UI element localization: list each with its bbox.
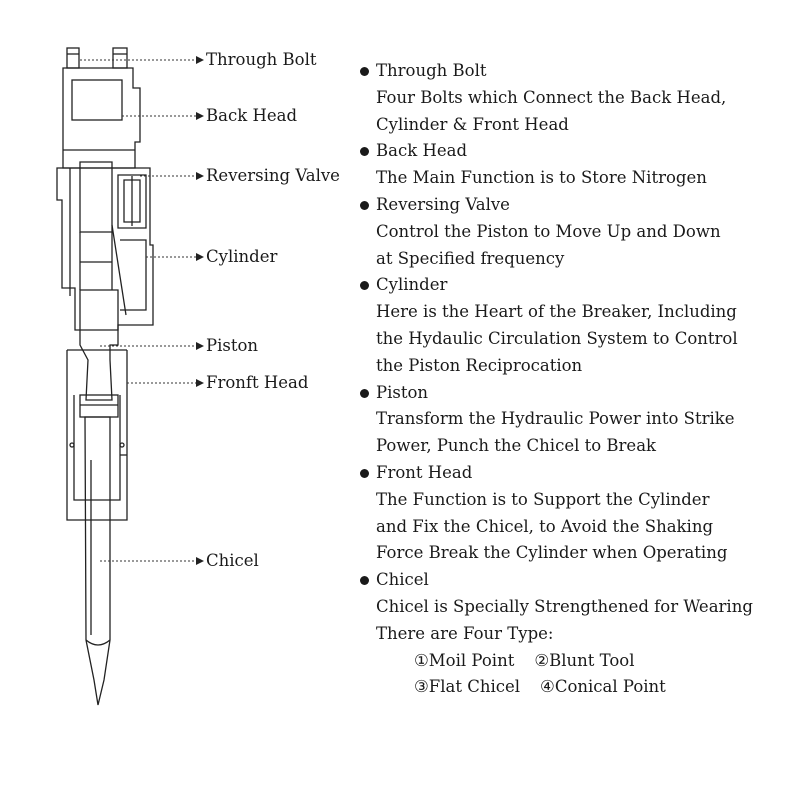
entry-reversing-valve: Reversing Valve Control the Piston to Mo… [358,192,753,272]
chisel-type: ①Moil Point [414,650,515,670]
bullet-icon [360,468,369,478]
chisel-types-row: ③Flat Chicel ④Conical Point [358,674,753,701]
entry-line: Power, Punch the Chicel to Break [376,436,657,456]
entry-piston: Piston Transform the Hydraulic Power int… [358,380,753,460]
entry-line: Four Bolts which Connect the Back Head, [376,87,727,107]
parts-description-list: Through Bolt Four Bolts which Connect th… [358,58,753,701]
callout-piston: Piston [206,336,259,355]
bullet-icon [360,200,369,210]
through-bolt-caps [66,47,128,69]
callout-chicel: Chicel [206,551,259,570]
entry-cylinder: Cylinder Here is the Heart of the Breake… [358,272,753,379]
callout-cylinder: Cylinder [206,247,278,266]
entry-line: Here is the Heart of the Breaker, Includ… [376,302,737,322]
piston-body [79,289,119,418]
chisel-type: ④Conical Point [540,677,666,697]
back-head-body [62,67,141,169]
entry-title: Through Bolt [376,61,487,80]
entry-title: Chicel [376,570,429,590]
entry-front-head: Front Head The Function is to Support th… [358,460,753,567]
entry-line: Chicel is Specially Strengthened for Wea… [376,596,753,616]
entry-line: and Fix the Chicel, to Avoid the Shaking [376,516,714,536]
entry-line: the Hydaulic Circulation System to Contr… [376,328,738,348]
entry-back-head: Back Head The Main Function is to Store … [358,138,753,192]
entry-title: Reversing Valve [376,194,510,214]
callout-reversing-valve: Reversing Valve [206,166,340,185]
chisel-type: ②Blunt Tool [534,650,635,670]
entry-line: the Piston Reciprocation [376,355,583,375]
callout-front-head: Fronft Head [206,373,309,392]
chisel-type: ③Flat Chicel [414,677,521,697]
bullet-icon [360,388,369,398]
bullet-icon [360,281,369,291]
entry-line: at Specified frequency [376,248,565,268]
entry-line: Control the Piston to Move Up and Down [376,221,721,241]
entry-line: Transform the Hydraulic Power into Strik… [376,409,735,429]
callout-back-head: Back Head [206,106,297,125]
callout-through-bolt: Through Bolt [206,50,317,69]
entry-line: Force Break the Cylinder when Operating [376,543,728,563]
entry-title: Cylinder [376,275,448,295]
entry-title: Back Head [376,141,467,161]
entry-line: The Main Function is to Store Nitrogen [376,168,707,188]
cylinder-body [56,161,154,331]
entry-line: There are Four Type: [376,623,554,643]
bullet-icon [360,147,369,157]
entry-title: Piston [376,382,429,402]
front-head-body [66,349,128,521]
entry-chicel: Chicel Chicel is Specially Strengthened … [358,567,753,701]
entry-through-bolt: Through Bolt Four Bolts which Connect th… [358,58,753,138]
bullet-icon [360,576,369,586]
bullet-icon [360,67,369,76]
entry-line: Cylinder & Front Head [376,114,569,134]
entry-title: Front Head [376,462,473,482]
entry-line: The Function is to Support the Cylinder [376,489,710,509]
chisel-types-row: ①Moil Point ②Blunt Tool [358,648,753,675]
chisel-body [84,416,111,706]
